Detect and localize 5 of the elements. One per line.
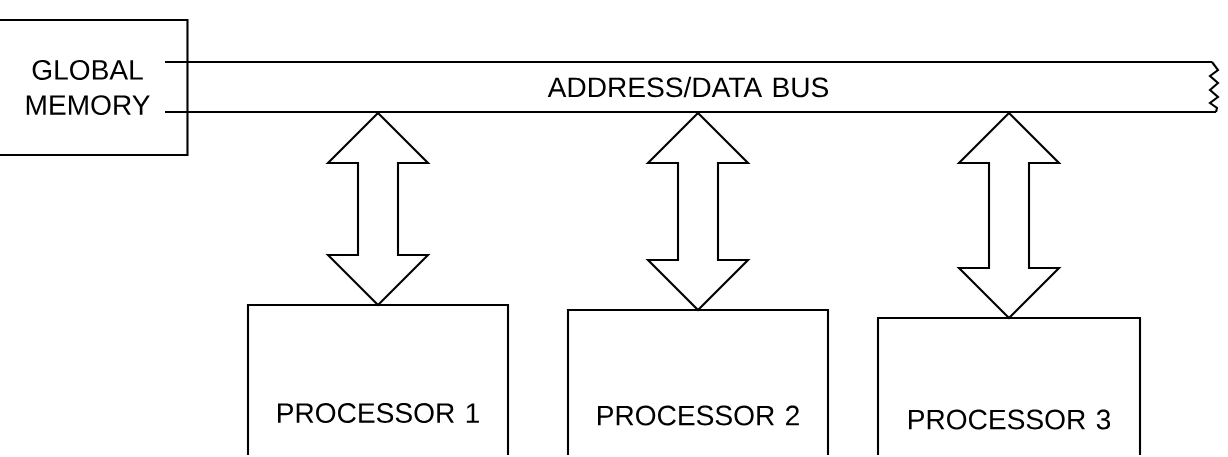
- bus-band: ADDRESS/DATA BUS: [165, 60, 1220, 114]
- processor-box: PROCESSOR 2: [566, 308, 830, 455]
- processor-box: PROCESSOR 3: [876, 316, 1142, 455]
- memory-box: GLOBAL MEMORY: [0, 18, 189, 157]
- processor-box: PROCESSOR 1: [246, 303, 510, 455]
